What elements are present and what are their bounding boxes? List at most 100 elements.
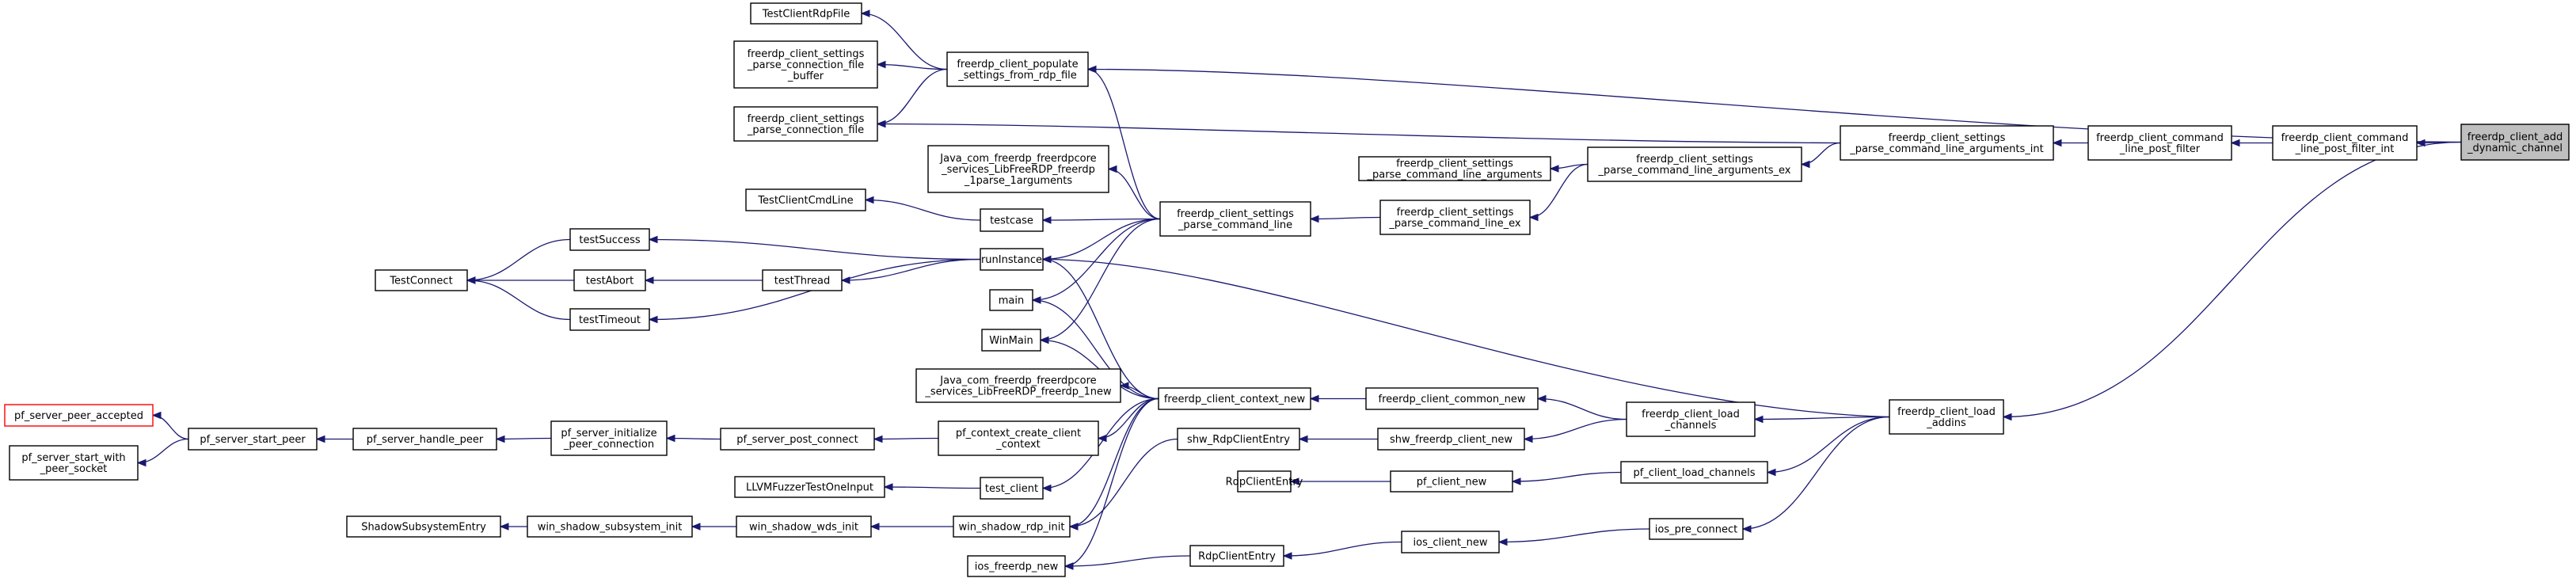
edge-arrowhead <box>873 435 883 443</box>
node-testcase[interactable]: testcase <box>980 208 1044 232</box>
node-label-line: pf_context_create_client <box>956 428 1081 439</box>
edge-win_shadow_rdp_init-context_new <box>1069 398 1159 527</box>
node-common-new[interactable]: freerdp_client_common_new <box>1365 387 1539 410</box>
edge-conn_file-populate <box>877 68 948 125</box>
node-parse-args-int[interactable]: freerdp_client_settings_parse_command_li… <box>1840 125 2054 161</box>
node-conn-file-buffer[interactable]: freerdp_client_settings_parse_connection… <box>733 40 878 89</box>
node-label-line: _1parse_1arguments <box>964 175 1072 187</box>
node-post-filter-int[interactable]: freerdp_client_command_line_post_filter_… <box>2272 125 2418 161</box>
edge-arrowhead <box>1041 216 1052 224</box>
edge-ios_freerdp_new-RdpClientEntry2 <box>1064 555 1191 567</box>
node-label-line: RdpClientEntry <box>1198 551 1276 563</box>
nodes-layer: freerdp_client_add_dynamic_channelfreerd… <box>4 2 2570 577</box>
node-runinstance[interactable]: runInstance <box>980 248 1044 271</box>
node-label-line: freerdp_client_command <box>2281 132 2409 144</box>
node-test-client[interactable]: test_client <box>980 477 1044 500</box>
node-box <box>980 477 1044 500</box>
node-label-line: ios_freerdp_new <box>975 561 1059 573</box>
node-testabort[interactable]: testAbort <box>573 269 646 291</box>
node-java-parse[interactable]: Java_com_freerdp_freerdpcore_services_Li… <box>927 145 1109 193</box>
node-java-new[interactable]: Java_com_freerdp_freerdpcore_services_Li… <box>915 368 1121 403</box>
node-shw-freerdp-client-new[interactable]: shw_freerdp_client_new <box>1377 428 1525 451</box>
edge-arrowhead <box>648 315 658 324</box>
node-pf-server-start-peer[interactable]: pf_server_start_peer <box>188 428 318 451</box>
node-pf-context-create[interactable]: pf_context_create_client_context <box>938 420 1099 456</box>
node-parse-args[interactable]: freerdp_client_settings_parse_command_li… <box>1358 156 1551 181</box>
edge-runInstance-parse_cl <box>1042 218 1161 261</box>
node-pf-server-post-connect[interactable]: pf_server_post_connect <box>720 428 875 451</box>
node-winmain[interactable]: WinMain <box>981 329 1041 352</box>
node-win-shadow-wds-init[interactable]: win_shadow_wds_init <box>736 515 872 538</box>
node-parse-cl-ex[interactable]: freerdp_client_settings_parse_command_li… <box>1379 200 1531 235</box>
node-label-line: RdpClientEntry <box>1226 477 1303 489</box>
node-pf-server-start-with-peer-socket[interactable]: pf_server_start_with_peer_socket <box>9 445 139 481</box>
edge-runInstance-load_addins <box>1042 258 1890 418</box>
node-ios-client-new[interactable]: ios_client_new <box>1401 531 1500 553</box>
edge-arrowhead <box>1068 523 1079 531</box>
node-pf-server-handle-peer[interactable]: pf_server_handle_peer <box>352 428 497 451</box>
edge-load_addins-target <box>2003 141 2462 418</box>
node-label-line: testcase <box>990 215 1033 227</box>
node-pf-client-new[interactable]: pf_client_new <box>1390 470 1513 493</box>
node-box <box>1365 387 1539 410</box>
node-box <box>1390 470 1513 493</box>
node-rdpcliententry2[interactable]: RdpClientEntry <box>1189 545 1284 567</box>
edge-WinMain-parse_cl <box>1040 218 1161 341</box>
node-shadowsubsystementry[interactable]: ShadowSubsystemEntry <box>346 515 501 538</box>
node-main[interactable]: main <box>989 289 1033 311</box>
node-label-line: freerdp_client_settings <box>1889 132 2006 144</box>
node-box <box>1158 387 1311 410</box>
edge-parse_cl-populate <box>1087 68 1161 220</box>
node-testclientcmdline[interactable]: TestClientCmdLine <box>745 188 866 211</box>
node-post-filter[interactable]: freerdp_client_command_line_post_filter <box>2087 125 2232 161</box>
node-rdpcliententry1[interactable]: RdpClientEntry <box>1226 470 1303 493</box>
node-shw-rdpcliententry[interactable]: shw_RdpClientEntry <box>1177 428 1300 451</box>
node-populate[interactable]: freerdp_client_populate_settings_from_rd… <box>946 51 1089 87</box>
node-parse-args-ex[interactable]: freerdp_client_settings_parse_command_li… <box>1587 146 1802 182</box>
node-parse-cl[interactable]: freerdp_client_settings_parse_command_li… <box>1159 201 1311 237</box>
node-label-line: _channels <box>1665 420 1717 432</box>
node-target[interactable]: freerdp_client_add_dynamic_channel <box>2460 124 2570 161</box>
edge-shw_freerdp_client_new-load_channels_a <box>1524 418 1627 440</box>
node-pf-client-load-channels[interactable]: pf_client_load_channels <box>1620 461 1768 484</box>
node-testtimeout[interactable]: testTimeout <box>569 308 650 331</box>
node-testconnect[interactable]: TestConnect <box>375 269 468 291</box>
node-ios-freerdp-new[interactable]: ios_freerdp_new <box>967 555 1066 577</box>
node-box <box>1177 428 1300 451</box>
node-llvmfuzzer[interactable]: LLVMFuzzerTestOneInput <box>734 476 885 498</box>
node-conn-file[interactable]: freerdp_client_settings_parse_connection… <box>733 106 878 142</box>
node-win-shadow-subsystem-init[interactable]: win_shadow_subsystem_init <box>527 515 693 538</box>
node-box <box>2272 125 2418 161</box>
node-load-addins[interactable]: freerdp_client_load_addins <box>1889 399 2004 435</box>
node-box <box>989 289 1033 311</box>
node-label-line: TestClientRdpFile <box>762 9 850 21</box>
node-testsuccess[interactable]: testSuccess <box>569 228 650 251</box>
node-label-line: _parse_command_line_ex <box>1388 218 1520 230</box>
node-pf-server-peer-accepted[interactable]: pf_server_peer_accepted <box>4 404 154 427</box>
node-label-line: test_client <box>985 483 1038 495</box>
edge-arrowhead <box>1549 165 1559 173</box>
node-label-line: freerdp_client_load <box>1897 406 1996 418</box>
node-pf-server-initialize[interactable]: pf_server_initialize_peer_connection <box>550 420 668 456</box>
node-load-channels-a[interactable]: freerdp_client_load_channels <box>1626 401 1756 437</box>
node-box <box>188 428 318 451</box>
node-win-shadow-rdp-init[interactable]: win_shadow_rdp_init <box>953 515 1071 538</box>
edge-arrowhead <box>883 483 893 491</box>
edge-arrowhead <box>1536 394 1547 403</box>
node-box <box>1626 401 1756 437</box>
edge-arrowhead <box>1298 435 1308 443</box>
node-label-line: testTimeout <box>579 314 641 326</box>
node-context-new[interactable]: freerdp_client_context_new <box>1158 387 1311 410</box>
node-testthread[interactable]: testThread <box>762 269 843 291</box>
node-label-line: freerdp_client_settings <box>1177 208 1294 220</box>
node-label-line: freerdp_client_populate <box>957 59 1078 70</box>
node-box <box>1377 428 1525 451</box>
edge-win_shadow_rdp_init-shw_RdpClientEntry <box>1069 438 1178 527</box>
node-label-line: win_shadow_wds_init <box>749 522 858 534</box>
node-label-line: _peer_socket <box>40 463 108 475</box>
node-label-line: _services_LibFreeRDP_freerdp <box>941 164 1095 176</box>
node-box <box>981 329 1041 352</box>
node-ios-pre-connect[interactable]: ios_pre_connect <box>1649 518 1744 540</box>
node-box <box>2460 124 2570 161</box>
node-testclientrdpfile[interactable]: TestClientRdpFile <box>750 2 862 25</box>
